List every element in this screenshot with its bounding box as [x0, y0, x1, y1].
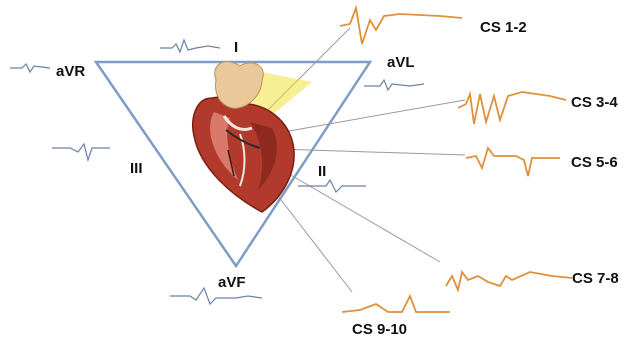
ecg-trace-avf [170, 288, 262, 304]
cs-trace-cs34 [458, 92, 566, 124]
label-lead-iii: III [130, 161, 143, 176]
label-cs12: CS 1-2 [480, 20, 527, 35]
ecg-trace-lead-iii [52, 144, 110, 160]
label-avr: aVR [56, 64, 85, 79]
label-lead-i: I [234, 40, 238, 55]
label-avf: aVF [218, 275, 246, 290]
ecg-trace-lead-ii [298, 180, 366, 192]
cs-trace-cs12 [340, 8, 462, 44]
cs-trace-cs910 [342, 296, 450, 312]
label-avl: aVL [387, 55, 415, 70]
cs-trace-cs56 [466, 148, 560, 176]
ecg-trace-avl [364, 80, 424, 90]
label-lead-ii: II [318, 164, 326, 179]
label-cs56: CS 5-6 [571, 155, 618, 170]
cs-traces [340, 8, 572, 312]
label-cs34: CS 3-4 [571, 95, 618, 110]
ecg-trace-avr [10, 64, 50, 72]
label-cs910: CS 9-10 [352, 322, 407, 337]
label-cs78: CS 7-8 [572, 271, 619, 286]
ecg-trace-lead-i [160, 40, 220, 52]
cs-trace-cs78 [446, 272, 572, 290]
connector-cs78 [265, 160, 440, 262]
